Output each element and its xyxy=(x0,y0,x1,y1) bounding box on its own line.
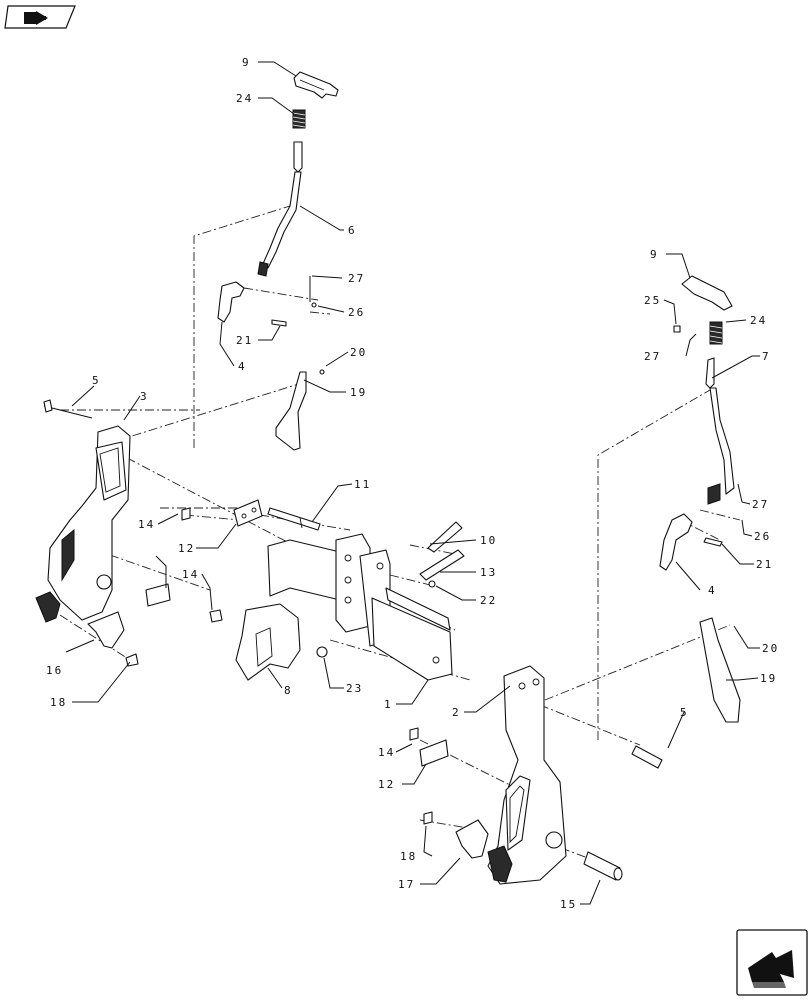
callout-14-upper: 14 xyxy=(138,518,155,531)
callout-20-left: 20 xyxy=(350,346,367,359)
plate-12-right xyxy=(419,739,449,767)
leader-lines xyxy=(65,61,760,905)
side-frame-right xyxy=(487,665,567,885)
bolt-13 xyxy=(419,549,465,581)
callout-26-left: 26 xyxy=(348,306,365,319)
callout-18-right: 18 xyxy=(400,850,417,863)
washer-22 xyxy=(428,580,436,588)
callout-27-left: 27 xyxy=(348,272,365,285)
plate-12-lower xyxy=(145,583,171,607)
callout-7: 7 xyxy=(762,350,771,363)
callout-24-right: 24 xyxy=(750,314,767,327)
callout-21-right: 21 xyxy=(756,558,773,571)
callout-13: 13 xyxy=(480,566,497,579)
hitch-hook-8 xyxy=(235,603,301,681)
callout-14-right: 14 xyxy=(378,746,395,759)
callout-4-left: 4 xyxy=(238,360,247,373)
lever-right xyxy=(659,513,693,571)
spring-right xyxy=(709,321,723,345)
callout-23: 23 xyxy=(346,682,363,695)
callout-22: 22 xyxy=(480,594,497,607)
bolt-14-upper xyxy=(181,507,191,521)
callout-8: 8 xyxy=(284,684,293,697)
callout-15: 15 xyxy=(560,898,577,911)
plug-23 xyxy=(316,646,328,658)
callout-17: 17 xyxy=(398,878,415,891)
callout-27-right: 27 xyxy=(752,498,769,511)
callout-labels: 9 24 6 27 26 21 4 20 19 5 3 11 10 13 22 … xyxy=(46,56,779,911)
bolt-14-lower xyxy=(209,609,223,623)
central-crossmember xyxy=(267,533,453,681)
callout-5-left: 5 xyxy=(92,374,101,387)
spring-top xyxy=(292,109,306,129)
hook-17 xyxy=(455,819,489,859)
lever-left xyxy=(217,281,245,323)
pin-27-left xyxy=(309,276,317,308)
plate-12-upper xyxy=(233,499,263,527)
callout-5-right: 5 xyxy=(680,706,689,719)
bolt-14-right xyxy=(409,727,419,741)
callout-2: 2 xyxy=(452,706,461,719)
latch-handle-right xyxy=(681,275,733,311)
pin-21-left xyxy=(271,319,287,327)
next-page-arrow-icon[interactable] xyxy=(736,929,808,996)
bolt-10 xyxy=(427,521,463,553)
callout-27-mid-right: 27 xyxy=(644,350,661,363)
callout-20-right: 20 xyxy=(762,642,779,655)
bolt-18-right xyxy=(423,811,433,825)
hook-16 xyxy=(87,611,125,649)
callout-3: 3 xyxy=(140,390,149,403)
callout-9-left: 9 xyxy=(242,56,251,69)
callout-4-right: 4 xyxy=(708,584,717,597)
callout-24-left: 24 xyxy=(236,92,253,105)
callout-10: 10 xyxy=(480,534,497,547)
side-frame-left xyxy=(35,399,131,623)
pin-11 xyxy=(267,507,321,531)
callout-9-right: 9 xyxy=(650,248,659,261)
latch-handle-top xyxy=(293,71,339,99)
bolt-5-right xyxy=(631,745,663,769)
callout-1: 1 xyxy=(384,698,393,711)
spring-plate-right xyxy=(699,617,741,723)
callout-14-lower: 14 xyxy=(182,568,199,581)
callout-21-left: 21 xyxy=(236,334,253,347)
pin-21-right xyxy=(703,537,723,547)
callout-16: 16 xyxy=(46,664,63,677)
callout-11: 11 xyxy=(354,478,371,491)
callout-25: 25 xyxy=(644,294,661,307)
spring-plate-left xyxy=(275,369,325,451)
alignment-lines xyxy=(59,205,741,871)
release-rod-right xyxy=(705,357,735,505)
release-rod-left xyxy=(257,141,303,277)
callout-12-right: 12 xyxy=(378,778,395,791)
book-arrow-icon[interactable] xyxy=(4,5,76,29)
pin-25-right xyxy=(673,325,681,333)
callout-19-left: 19 xyxy=(350,386,367,399)
pin-15 xyxy=(583,851,623,881)
callout-26-right: 26 xyxy=(754,530,771,543)
callout-19-right: 19 xyxy=(760,672,777,685)
callout-18-left: 18 xyxy=(50,696,67,709)
callout-6: 6 xyxy=(348,224,357,237)
callout-12-upper: 12 xyxy=(178,542,195,555)
